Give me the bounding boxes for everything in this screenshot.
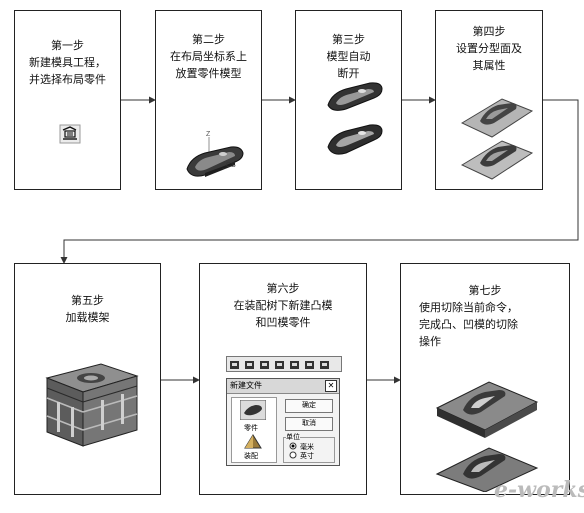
arrow-step4-step5 (60, 99, 579, 264)
assembly-type-icon[interactable] (244, 434, 262, 450)
core-cavity-icon (435, 381, 539, 492)
part-type-icon[interactable] (240, 400, 266, 420)
unit-label: 单位 (286, 432, 300, 442)
step6-line1: 在装配树下新建凸模 (233, 299, 333, 312)
assembly-type-label[interactable]: 装配 (244, 453, 258, 460)
step4-line1: 设置分型面及 (456, 42, 522, 55)
step3-line2: 断开 (337, 67, 360, 80)
step2-line2: 放置零件模型 (175, 67, 242, 80)
dialog-cancel-button[interactable]: 取消 (285, 417, 333, 431)
step1-line1: 新建模具工程， (29, 56, 106, 69)
step4-line2: 其属性 (472, 59, 506, 72)
step7-line3: 操作 (419, 335, 441, 348)
step2-coord-label: _CS (222, 162, 236, 169)
step3-title: 第三步 (332, 33, 365, 46)
step5-title: 第五步 (71, 294, 104, 307)
watermark-logo: e-works (494, 477, 584, 503)
new-file-dialog: 新建文件 ✕ 零件 装配 确定 取消 单位 毫米 英寸 (226, 378, 340, 466)
part-model-icon (186, 137, 244, 177)
unit-groupbox: 单位 毫米 英寸 (283, 432, 335, 463)
step3-line1: 模型自动 (326, 50, 371, 63)
step6-title: 第六步 (266, 282, 300, 295)
step2-title: 第二步 (192, 33, 225, 46)
step5-text: 第五步 加载模架 (15, 292, 160, 326)
step2-text: 第二步 在布局坐标系上 放置零件模型 (156, 31, 261, 82)
step7-title: 第七步 (468, 284, 502, 297)
mold-base-icon (45, 363, 139, 447)
step1-text: 第一步 新建模具工程， 并选择布局零件 (15, 37, 120, 88)
unit-inch-label[interactable]: 英寸 (300, 453, 314, 460)
step5-line1: 加载模架 (65, 311, 110, 324)
step2-axis-label: Z (206, 131, 211, 138)
step7-box: 第七步 使用切除当前命令， 完成凸、凹模的切除 操作 (400, 263, 570, 495)
step6-line2: 和凹模零件 (255, 316, 311, 329)
step2-line1: 在布局坐标系上 (170, 50, 247, 63)
step4-box: 第四步 设置分型面及 其属性 (435, 10, 543, 190)
toolbar-icons (230, 361, 329, 369)
parting-surface-icon (460, 98, 534, 180)
split-model-icon (327, 82, 383, 155)
step6-text: 第六步 在装配树下新建凸模 和凹模零件 (200, 280, 366, 331)
dialog-close-button[interactable]: ✕ (325, 380, 337, 392)
step1-line2: 并选择布局零件 (29, 73, 106, 86)
dialog-ok-button[interactable]: 确定 (285, 399, 333, 413)
step1-title: 第一步 (51, 39, 84, 52)
unit-radio-icons[interactable] (289, 442, 297, 460)
dialog-title: 新建文件 (227, 379, 339, 394)
step3-text: 第三步 模型自动 断开 (296, 31, 401, 82)
step6-box: 第六步 在装配树下新建凸模 和凹模零件 (199, 263, 367, 495)
step2-box: 第二步 在布局坐标系上 放置零件模型 Z _CS (155, 10, 262, 190)
step7-text: 第七步 使用切除当前命令， 完成凸、凹模的切除 操作 (419, 282, 569, 350)
unit-mm-label[interactable]: 毫米 (300, 444, 314, 451)
step1-box: 第一步 新建模具工程， 并选择布局零件 (14, 10, 121, 190)
assembly-toolbar (226, 356, 342, 372)
step4-title: 第四步 (472, 25, 506, 38)
step4-text: 第四步 设置分型面及 其属性 (436, 23, 542, 74)
dialog-type-list: 零件 装配 (231, 397, 277, 463)
step5-box: 第五步 加载模架 (14, 263, 161, 495)
step7-line2: 完成凸、凹模的切除 (419, 318, 518, 331)
step3-box: 第三步 模型自动 断开 (295, 10, 402, 190)
layout-part-icon (59, 124, 81, 144)
step7-line1: 使用切除当前命令， (419, 301, 518, 314)
part-type-label[interactable]: 零件 (244, 425, 258, 432)
